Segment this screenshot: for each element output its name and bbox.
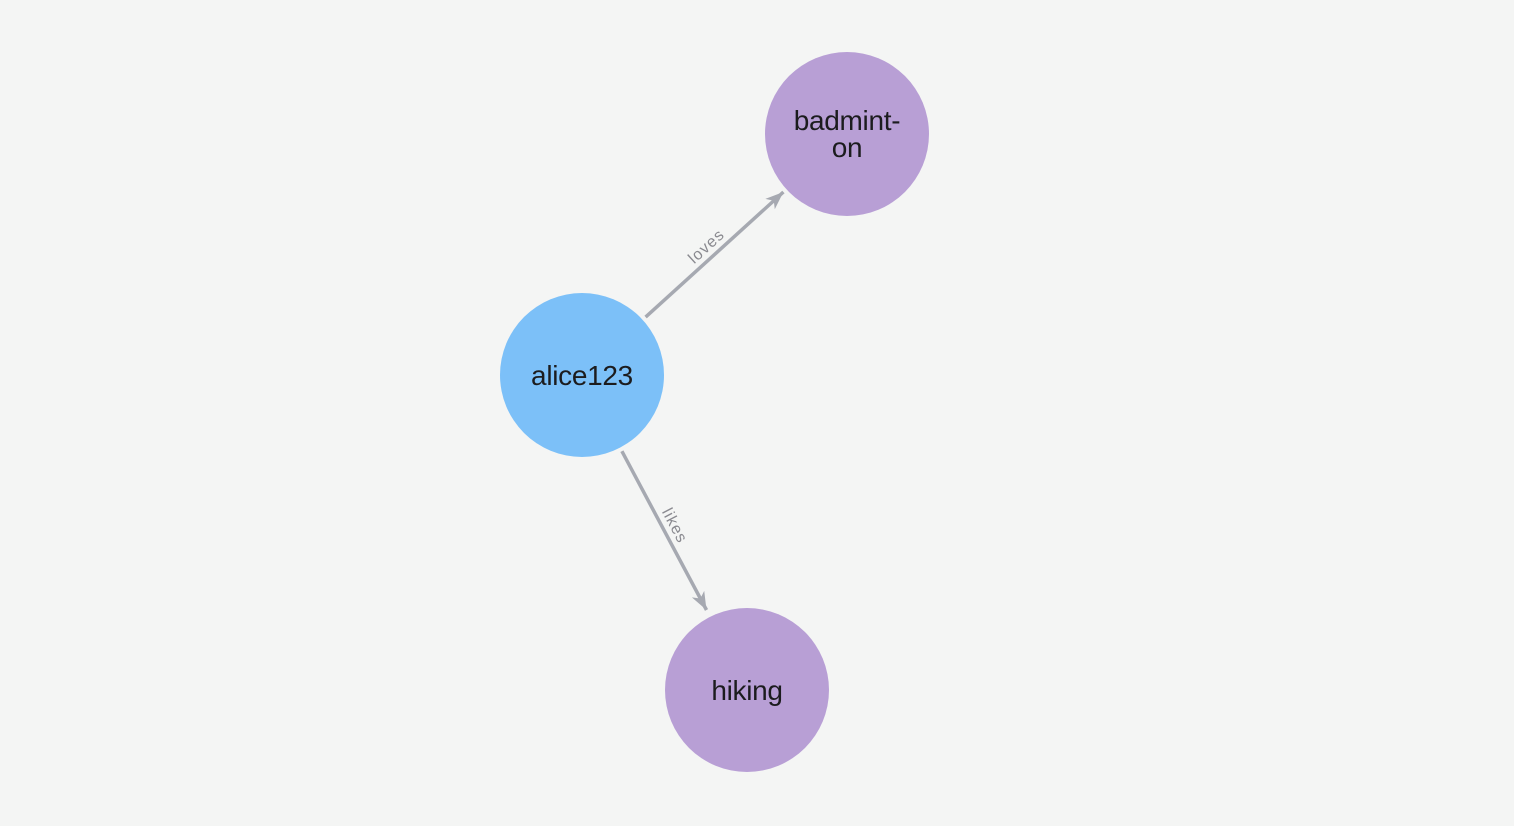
node-alice123[interactable]: alice123 bbox=[500, 293, 664, 457]
edge-likes-line bbox=[620, 450, 709, 611]
node-alice123-label: alice123 bbox=[531, 359, 633, 391]
node-hiking-label: hiking bbox=[711, 674, 783, 706]
edge-loves-line bbox=[644, 190, 785, 319]
node-badminton[interactable]: badmint- on bbox=[765, 52, 929, 216]
edge-likes[interactable]: likes bbox=[620, 450, 709, 611]
node-badminton-label: badmint- on bbox=[793, 105, 901, 163]
node-hiking[interactable]: hiking bbox=[665, 608, 829, 772]
edge-loves[interactable]: loves bbox=[644, 190, 785, 319]
